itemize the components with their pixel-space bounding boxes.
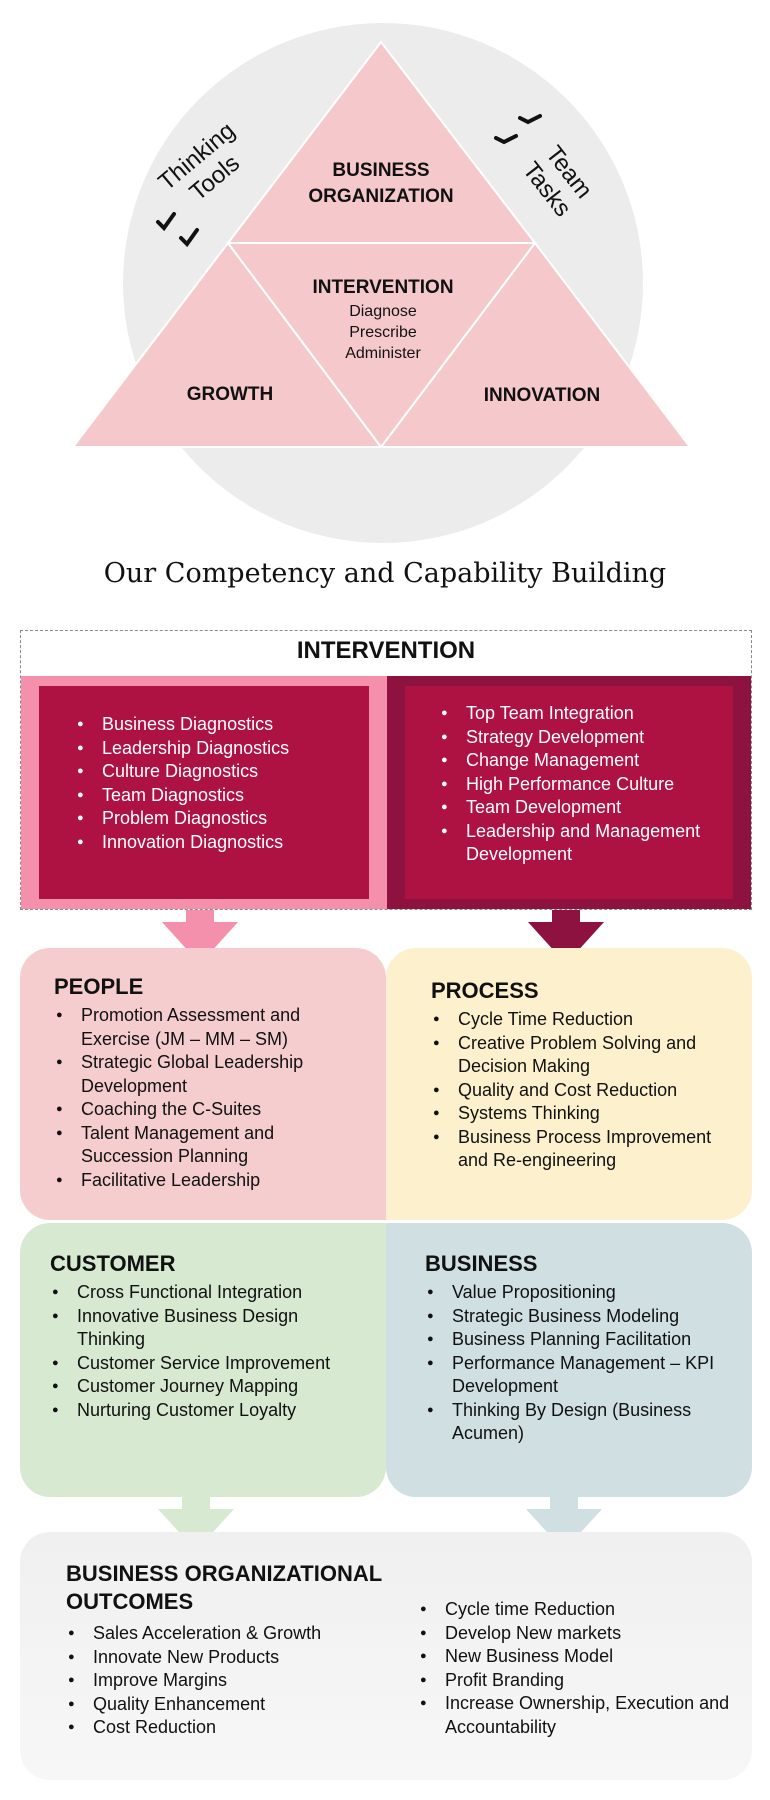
arrow-down-icon (162, 910, 238, 964)
triangle-right-label: INNOVATION (484, 385, 600, 406)
customer-title: CUSTOMER (50, 1251, 176, 1276)
list-item: Improve Margins (66, 1669, 396, 1693)
list-item: Leadership Diagnostics (77, 737, 289, 761)
development-list: Top Team Integration Strategy Developmen… (441, 702, 701, 867)
intervention-title: INTERVENTION (296, 637, 476, 664)
intervention-box: INTERVENTION Business Diagnostics Leader… (20, 630, 752, 910)
customer-list: Cross Functional Integration Innovative … (50, 1281, 370, 1422)
outcomes-left-list: Sales Acceleration & Growth Innovate New… (66, 1622, 396, 1740)
diagnostics-panel: Business Diagnostics Leadership Diagnost… (21, 676, 387, 909)
list-item: Cycle time Reduction (418, 1598, 738, 1622)
list-item: Increase Ownership, Execution and Accoun… (418, 1692, 738, 1739)
center-line-administer: Administer (345, 345, 421, 362)
list-item: Innovation Diagnostics (77, 831, 289, 855)
list-item: Business Diagnostics (77, 713, 289, 737)
list-item: Business Process Improvement and Re-engi… (431, 1126, 741, 1173)
list-item: Strategic Global Leadership Development (54, 1051, 354, 1098)
checkmark-icon (518, 114, 542, 125)
arrow-down-icon (528, 910, 604, 964)
checkmark-icon (179, 228, 199, 248)
page-title: Our Competency and Capability Building (103, 558, 667, 589)
people-list: Promotion Assessment and Exercise (JM – … (54, 1004, 354, 1192)
center-title: INTERVENTION (312, 277, 453, 298)
list-item: Profit Branding (418, 1669, 738, 1693)
business-quadrant: BUSINESS Value Propositioning Strategic … (386, 1223, 752, 1497)
customer-quadrant: CUSTOMER Cross Functional Integration In… (20, 1223, 386, 1497)
triangle-center (226, 242, 538, 449)
list-item: Thinking By Design (Business Acumen) (425, 1399, 725, 1446)
list-item: Creative Problem Solving and Decision Ma… (431, 1032, 741, 1079)
list-item: Develop New markets (418, 1622, 738, 1646)
list-item: Top Team Integration (441, 702, 701, 726)
list-item: Performance Management – KPI Development (425, 1352, 725, 1399)
center-line-prescribe: Prescribe (349, 324, 417, 341)
checkmark-icon (494, 134, 518, 145)
list-item: Coaching the C-Suites (54, 1098, 354, 1122)
triangle-top-label-line1: BUSINESS (332, 160, 429, 181)
list-item: Facilitative Leadership (54, 1169, 354, 1193)
business-title: BUSINESS (425, 1251, 538, 1276)
list-item: Team Diagnostics (77, 784, 289, 808)
outcomes-title: BUSINESS ORGANIZATIONAL OUTCOMES (66, 1561, 382, 1614)
list-item: Value Propositioning (425, 1281, 725, 1305)
list-item: New Business Model (418, 1645, 738, 1669)
list-item: Sales Acceleration & Growth (66, 1622, 396, 1646)
list-item: Strategic Business Modeling (425, 1305, 725, 1329)
list-item: Business Planning Facilitation (425, 1328, 725, 1352)
list-item: Innovate New Products (66, 1646, 396, 1670)
process-list: Cycle Time Reduction Creative Problem So… (431, 1008, 741, 1173)
list-item: Quality Enhancement (66, 1693, 396, 1717)
list-item: Leadership and Management Development (441, 820, 701, 867)
triangle-left-label: GROWTH (187, 384, 274, 405)
triangle-top-label-line2: ORGANIZATION (308, 186, 453, 207)
list-item: Cost Reduction (66, 1716, 396, 1740)
list-item: Innovative Business Design Thinking (50, 1305, 370, 1352)
list-item: High Performance Culture (441, 773, 701, 797)
list-item: Cross Functional Integration (50, 1281, 370, 1305)
center-line-diagnose: Diagnose (349, 303, 417, 320)
list-item: Customer Journey Mapping (50, 1375, 370, 1399)
diagnostics-panel-inner: Business Diagnostics Leadership Diagnost… (39, 686, 369, 899)
list-item: Talent Management and Succession Plannin… (54, 1122, 354, 1169)
list-item: Promotion Assessment and Exercise (JM – … (54, 1004, 354, 1051)
list-item: Strategy Development (441, 726, 701, 750)
people-title: PEOPLE (54, 974, 144, 999)
list-item: Customer Service Improvement (50, 1352, 370, 1376)
diagnostics-list: Business Diagnostics Leadership Diagnost… (77, 713, 289, 854)
triangle-diagram: BUSINESS ORGANIZATION INTERVENTION Diagn… (70, 23, 693, 543)
checkmark-icon (156, 212, 176, 232)
list-item: Cycle Time Reduction (431, 1008, 741, 1032)
business-list: Value Propositioning Strategic Business … (425, 1281, 725, 1446)
development-panel: Top Team Integration Strategy Developmen… (387, 676, 751, 909)
arrow-down-icon (526, 1497, 602, 1551)
list-item: Change Management (441, 749, 701, 773)
arrow-down-icon (158, 1497, 234, 1551)
development-panel-inner: Top Team Integration Strategy Developmen… (405, 686, 733, 899)
list-item: Quality and Cost Reduction (431, 1079, 741, 1103)
process-quadrant: PROCESS Cycle Time Reduction Creative Pr… (386, 948, 752, 1220)
list-item: Team Development (441, 796, 701, 820)
list-item: Culture Diagnostics (77, 760, 289, 784)
list-item: Problem Diagnostics (77, 807, 289, 831)
people-quadrant: PEOPLE Promotion Assessment and Exercise… (20, 948, 386, 1220)
process-title: PROCESS (431, 978, 539, 1003)
outcomes-right-list: Cycle time Reduction Develop New markets… (418, 1598, 738, 1739)
outcomes-panel: BUSINESS ORGANIZATIONAL OUTCOMES Sales A… (20, 1532, 752, 1780)
list-item: Nurturing Customer Loyalty (50, 1399, 370, 1423)
list-item: Systems Thinking (431, 1102, 741, 1126)
